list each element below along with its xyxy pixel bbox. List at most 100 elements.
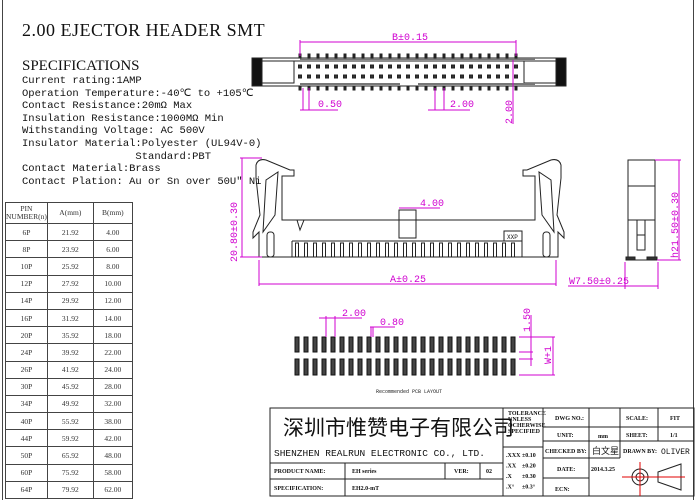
specification-label: SPECIFICATION: xyxy=(274,486,323,492)
top-end-left xyxy=(251,57,263,87)
dim-pcb-w: W+1 xyxy=(544,346,555,364)
top-pin-dot xyxy=(460,74,464,79)
tolerance-value: ±0.3° xyxy=(522,484,536,491)
pcb-pad xyxy=(456,358,462,376)
top-pin-stub xyxy=(316,85,320,91)
front-pin xyxy=(430,242,434,258)
top-pin-stub xyxy=(442,53,446,59)
pcb-pad xyxy=(429,358,435,376)
top-latch-left xyxy=(261,60,295,84)
front-pin xyxy=(493,242,497,258)
front-pin xyxy=(439,242,443,258)
unit-label: UNIT: xyxy=(557,433,574,439)
front-pin xyxy=(502,242,506,258)
top-pin-dot xyxy=(379,64,383,69)
pcb-pad xyxy=(321,336,327,353)
pin-count-label: XXP xyxy=(507,234,518,241)
front-pin xyxy=(403,242,407,258)
sheet-value: 1/1 xyxy=(670,433,678,439)
right-frame-line xyxy=(693,0,694,500)
top-pin-dot xyxy=(496,74,500,79)
top-latch-right xyxy=(523,60,557,84)
top-pin-stub xyxy=(487,85,491,91)
pcb-pad xyxy=(456,336,462,353)
pcb-pad xyxy=(303,336,309,353)
top-pin-stub xyxy=(334,53,338,59)
dim-pcb-pad-length: 1.50 xyxy=(523,308,534,332)
top-pin-stub xyxy=(415,85,419,91)
top-pin-stub xyxy=(505,53,509,59)
pcb-pad xyxy=(303,358,309,376)
pcb-pad xyxy=(348,358,354,376)
top-pin-dot xyxy=(505,74,509,79)
pcb-pad xyxy=(384,358,390,376)
b-value-cell: 62.00 xyxy=(92,480,133,500)
top-view xyxy=(251,53,567,91)
top-pin-stub xyxy=(415,53,419,59)
product-name-label: PRODUCT NAME: xyxy=(274,469,325,475)
front-dimensions xyxy=(240,157,557,286)
top-pin-dot xyxy=(460,64,464,69)
checked-by-label: CHECKED BY: xyxy=(545,449,587,455)
dim-pitch-top: 2.00 xyxy=(450,100,474,111)
pin1-marker xyxy=(296,219,305,232)
dim-a: A±0.25 xyxy=(390,275,426,286)
top-pin-stub xyxy=(478,53,482,59)
top-pin-dot xyxy=(487,64,491,69)
front-pin xyxy=(376,242,380,258)
top-pin-dot xyxy=(325,64,329,69)
top-pin-dot xyxy=(397,74,401,79)
company-name-cn: 深圳市惟赞电子有限公司 xyxy=(283,417,514,442)
tolerance-value: ±0.30 xyxy=(522,474,536,480)
top-pin-stub xyxy=(388,53,392,59)
top-pin-stub xyxy=(469,85,473,91)
tolerance-value: ±0.10 xyxy=(522,453,536,459)
pcb-pad xyxy=(393,336,399,353)
top-pin-dot xyxy=(352,64,356,69)
pcb-caption: Recommended PCB LAYOUT xyxy=(376,389,442,395)
pcb-pad xyxy=(447,336,453,353)
top-pin-dot xyxy=(469,64,473,69)
spec-line: Insulation Resistance:1000MΩ Min xyxy=(22,112,224,125)
tolerance-precision: .XX xyxy=(506,464,517,470)
top-pin-dot xyxy=(487,74,491,79)
top-pin-dot xyxy=(433,64,437,69)
front-pin xyxy=(466,242,470,258)
pcb-pad xyxy=(402,358,408,376)
top-pin-stub xyxy=(307,53,311,59)
top-pin-stub xyxy=(388,85,392,91)
spec-line: Contact Plation: Au or Sn over 50U" Ni xyxy=(22,175,262,188)
top-pin-dot xyxy=(442,64,446,69)
checked-by-value: 白文星 xyxy=(592,445,619,457)
top-pin-dot xyxy=(397,64,401,69)
top-pin-dot xyxy=(298,74,302,79)
ecn-label: ECN: xyxy=(555,487,570,493)
top-pin-dot xyxy=(451,74,455,79)
top-pin-stub xyxy=(361,85,365,91)
top-pin-stub xyxy=(370,53,374,59)
front-pin xyxy=(412,242,416,258)
pcb-pad xyxy=(465,358,471,376)
latch-left xyxy=(262,171,279,234)
top-dimensions xyxy=(299,40,517,124)
top-pin-dot xyxy=(316,74,320,79)
front-pin xyxy=(313,242,317,258)
top-pin-dot xyxy=(415,74,419,79)
front-pin xyxy=(331,242,335,258)
dim-pcb-pad: 0.80 xyxy=(380,318,404,329)
front-body-outline xyxy=(252,159,565,258)
pcb-pad xyxy=(348,336,354,353)
top-pin-dot xyxy=(334,64,338,69)
dim-width-side: W7.50±0.25 xyxy=(569,277,629,288)
tolerance-precision: .X xyxy=(506,474,513,480)
front-pin xyxy=(322,242,326,258)
pcb-pad xyxy=(465,336,471,353)
spec-line: Contact Resistance:20mΩ Max xyxy=(22,100,193,113)
pcb-pad xyxy=(411,336,417,353)
top-pin-dot xyxy=(343,64,347,69)
top-pin-stub xyxy=(370,85,374,91)
